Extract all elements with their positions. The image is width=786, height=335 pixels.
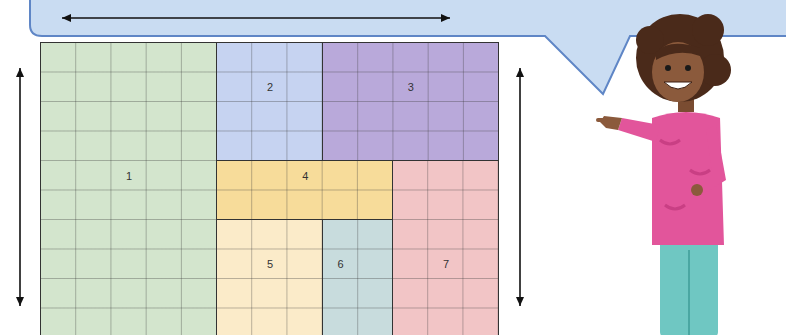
region-number: 2 <box>265 81 275 94</box>
area-region: 7 <box>392 160 499 335</box>
area-region: 3 <box>322 42 499 161</box>
region-number: 7 <box>441 258 451 271</box>
area-region: 6 <box>322 219 393 335</box>
height-arrow <box>519 68 521 306</box>
height-arrow <box>19 68 21 306</box>
region-number: 5 <box>265 258 275 271</box>
region-number: 4 <box>300 169 310 182</box>
region-number: 3 <box>406 81 416 94</box>
width-arrow <box>62 17 450 19</box>
teacher-figure <box>596 14 731 335</box>
area-region: 5 <box>216 219 323 335</box>
area-region: 4 <box>216 160 393 220</box>
region-number: 1 <box>124 169 134 182</box>
area-region: 2 <box>216 42 323 161</box>
area-region: 1 <box>40 42 217 335</box>
region-number: 6 <box>335 258 345 271</box>
